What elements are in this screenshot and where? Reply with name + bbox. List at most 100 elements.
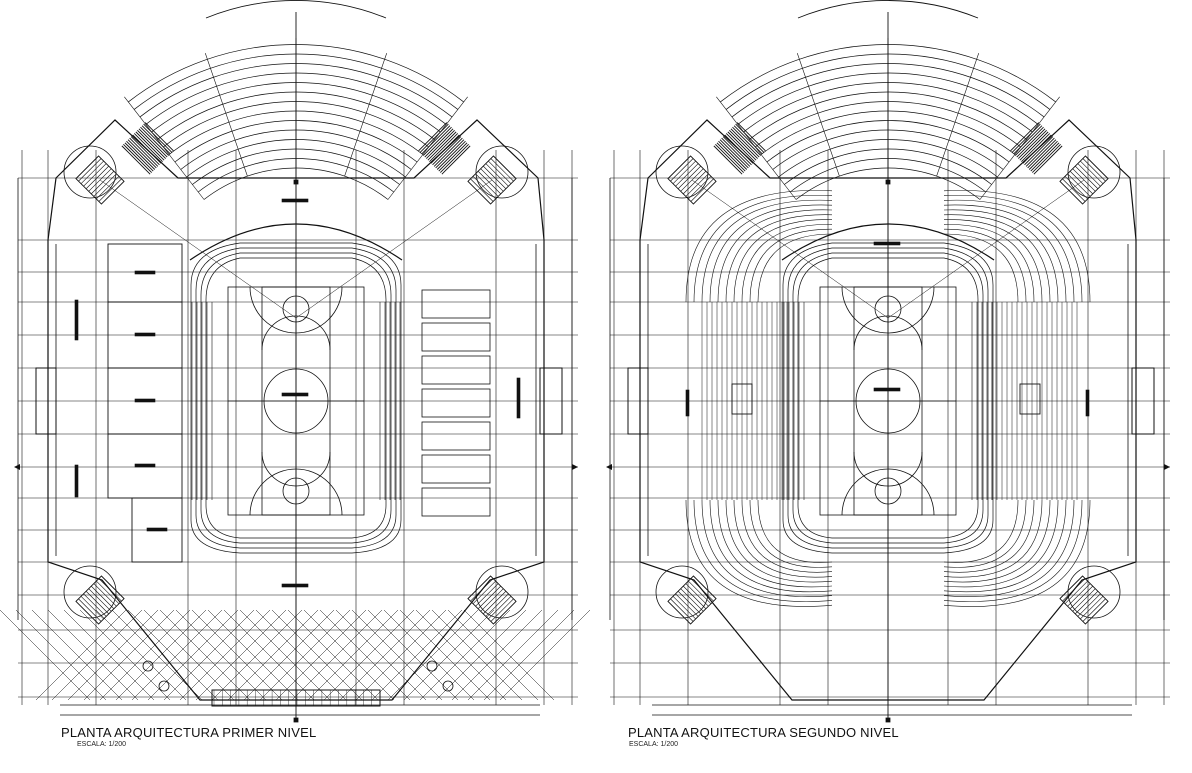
axis-marker [293, 179, 299, 185]
stair-step [140, 126, 170, 156]
plaza-line [303, 609, 395, 701]
section-marker [14, 464, 20, 470]
tree [426, 660, 438, 672]
plaza-line [323, 609, 415, 701]
stair-step [735, 123, 765, 153]
stair-step [1077, 593, 1101, 617]
stair-step [729, 130, 758, 159]
plaza-line [371, 609, 463, 701]
track-ring [190, 242, 402, 554]
plaza-line [467, 609, 559, 701]
arc-outline [797, 0, 979, 19]
plaza-line [367, 609, 459, 701]
plaza-line [147, 609, 239, 701]
service-room [421, 421, 491, 451]
plaza-line [111, 609, 203, 701]
stair-step [143, 123, 173, 153]
stair-step [1024, 136, 1054, 166]
side-seating [943, 204, 1067, 303]
stair-step [1013, 125, 1043, 155]
axis-marker [885, 179, 891, 185]
side-seating [685, 190, 833, 303]
stair-step [490, 158, 514, 182]
stair-step [1080, 160, 1104, 184]
plaza-line [35, 609, 127, 701]
stair-step [1025, 137, 1055, 167]
stair-step [1030, 142, 1060, 172]
stair-step [675, 163, 699, 187]
stair-step [1062, 578, 1086, 602]
section-marker [606, 464, 612, 470]
stair-step [736, 122, 766, 152]
plaza-line [419, 609, 511, 701]
tree [158, 680, 170, 692]
stair-step [680, 588, 704, 612]
side-entrance [539, 367, 563, 435]
stair-step [1028, 140, 1058, 170]
stair-step [1069, 585, 1093, 609]
stair-step [88, 588, 112, 612]
stair-step [724, 134, 754, 164]
stair-step [98, 178, 122, 202]
stair-step [419, 123, 449, 153]
stair-step [133, 133, 163, 163]
stair-step [1019, 131, 1049, 161]
side-seating [749, 228, 833, 303]
plaza-line [67, 609, 159, 701]
plaza-line [271, 609, 363, 701]
stair-step [144, 122, 174, 152]
stair-step [733, 125, 763, 155]
stair-step [1032, 144, 1061, 173]
side-seating [693, 194, 833, 303]
stair-step [1022, 134, 1052, 164]
stair-flight [667, 575, 717, 625]
stair-step [730, 128, 760, 158]
stair-step [78, 598, 102, 622]
box-room [731, 383, 753, 415]
stair-step [96, 580, 120, 604]
stair-step [426, 130, 455, 159]
side-seating [757, 499, 833, 563]
wall-mark [74, 464, 79, 498]
stair-step [732, 126, 762, 156]
stair-frame [1059, 155, 1109, 205]
side-entrance [1131, 367, 1155, 435]
track-ring [797, 257, 979, 539]
side-seating [943, 499, 1075, 597]
room [131, 497, 183, 563]
side-seating [943, 190, 1091, 303]
stair-hatch [418, 122, 471, 175]
stair-flight [467, 575, 517, 625]
stair-step [1064, 176, 1088, 200]
room-label-mark [146, 527, 168, 532]
service-room [421, 355, 491, 385]
track-ring [787, 247, 989, 549]
court-key-circle [282, 477, 310, 505]
plaza-line [291, 609, 383, 701]
plaza-line [79, 609, 171, 701]
plaza-line [63, 609, 155, 701]
stair-step [1067, 583, 1091, 607]
service-room [421, 487, 491, 517]
stair-step [441, 145, 471, 175]
side-seating [725, 214, 833, 303]
stair-step [1077, 163, 1101, 187]
stair-step [483, 165, 507, 189]
stair-step [132, 134, 162, 164]
three-point-arc [841, 468, 935, 516]
service-room [421, 289, 491, 319]
wall-mark [1085, 389, 1090, 417]
stair-step [1072, 588, 1096, 612]
stair-frame [667, 155, 717, 205]
service-room [421, 454, 491, 484]
plaza-line [307, 609, 399, 701]
floor-plan-second-level [606, 0, 1170, 723]
side-seating [717, 209, 833, 303]
stair-step [123, 144, 152, 173]
plaza-line [243, 609, 335, 701]
side-seating [709, 499, 833, 593]
stair-step [685, 173, 709, 197]
three-point-arc [841, 286, 935, 334]
label-bar [873, 387, 901, 392]
fan-radial [204, 53, 248, 177]
